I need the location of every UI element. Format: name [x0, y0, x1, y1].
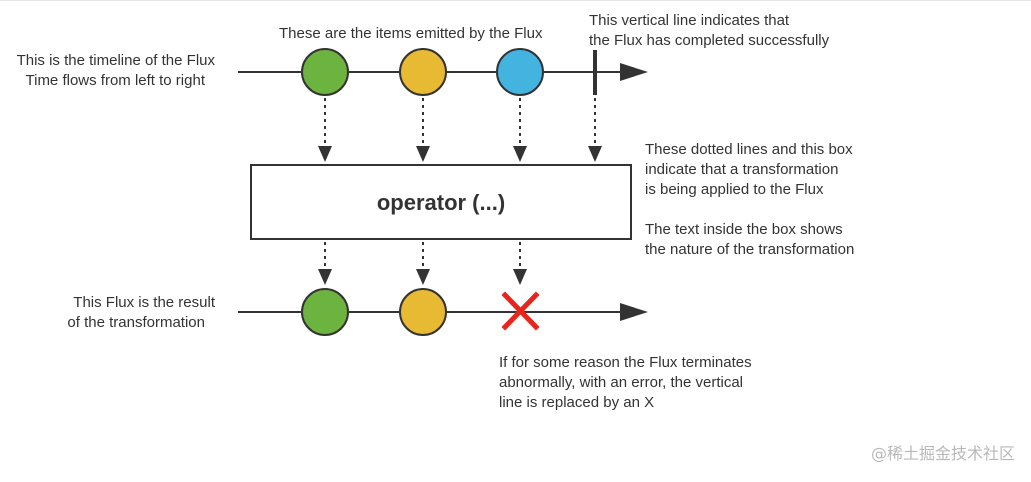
arrowhead-in-3 [513, 146, 527, 162]
timeline-annotation: This is the timeline of the Flux Time fl… [17, 51, 215, 91]
output-timeline-arrowhead [620, 303, 648, 321]
error-annotation-line2: abnormally, with an error, the vertical [499, 374, 743, 391]
input-marble-green [301, 48, 349, 96]
dotted-arrows-in [324, 98, 596, 145]
items-annotation-line1: These are the items emitted by the Flux [279, 25, 543, 42]
transformation-annotation: These dotted lines and this box indicate… [645, 140, 854, 260]
result-annotation: This Flux is the result of the transform… [67, 293, 215, 333]
result-annotation-line2: of the transformation [67, 314, 205, 331]
transformation-annotation-line1: These dotted lines and this box [645, 141, 853, 158]
arrowheads-out [318, 269, 527, 285]
text-box-annotation-line1: The text inside the box shows [645, 221, 843, 238]
arrowheads-in [318, 146, 602, 162]
items-annotation: These are the items emitted by the Flux [279, 24, 542, 44]
transformation-annotation-line2: indicate that a transformation [645, 161, 839, 178]
result-annotation-line1: This Flux is the result [73, 294, 215, 311]
timeline-annotation-line2: Time flows from left to right [25, 72, 206, 89]
error-x-icon [501, 291, 540, 331]
transformation-annotation-line3: is being applied to the Flux [645, 181, 824, 198]
timeline-annotation-line1: This is the timeline of the Flux [16, 52, 215, 69]
arrowhead-out-3 [513, 269, 527, 285]
arrowhead-in-2 [416, 146, 430, 162]
arrowhead-in-4 [588, 146, 602, 162]
completion-annotation-line1: This vertical line indicates that [589, 12, 790, 29]
input-marble-yellow [399, 48, 447, 96]
arrowhead-out-1 [318, 269, 332, 285]
arrowhead-out-2 [416, 269, 430, 285]
input-marble-blue [496, 48, 544, 96]
output-marble-green [301, 288, 349, 336]
input-timeline-arrowhead [620, 63, 648, 81]
text-box-annotation-line2: the nature of the transformation [645, 241, 855, 258]
completion-annotation: This vertical line indicates that the Fl… [589, 11, 829, 51]
completion-annotation-line2: the Flux has completed successfully [589, 32, 830, 49]
arrowhead-in-1 [318, 146, 332, 162]
watermark: @稀土掘金技术社区 [870, 444, 1015, 463]
error-annotation: If for some reason the Flux terminates a… [499, 353, 752, 413]
top-border [0, 0, 1031, 1]
error-annotation-line1: If for some reason the Flux terminates [499, 354, 752, 371]
dotted-arrows-out [324, 242, 521, 268]
output-marble-yellow [399, 288, 447, 336]
operator-label: operator (...) [377, 190, 505, 215]
operator-box [250, 164, 632, 240]
error-annotation-line3: line is replaced by an X [499, 394, 655, 411]
